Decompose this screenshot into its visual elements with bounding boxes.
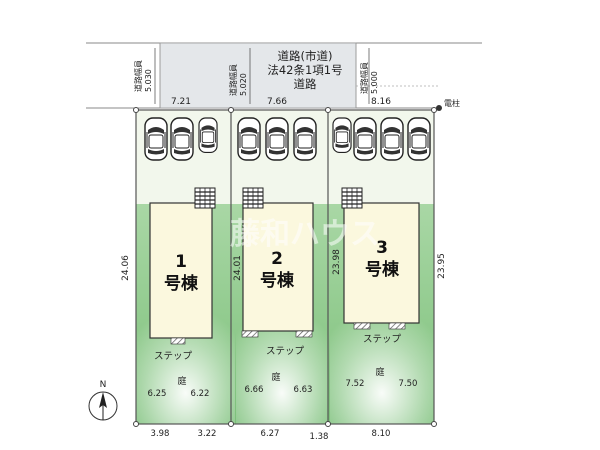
lot3-label: 号棟 (365, 259, 400, 280)
lot2-garden-left: 6.66 (245, 385, 264, 395)
lot3-garden-right: 7.50 (399, 379, 418, 389)
lot1-garden-left: 6.25 (148, 389, 167, 399)
lot2-garden-right: 6.63 (294, 385, 313, 395)
stairs-icon (194, 187, 216, 209)
road-title-line3: 道路 (294, 77, 317, 91)
svg-text:道路幅員: 道路幅員 (228, 64, 238, 96)
svg-text:5.020: 5.020 (239, 73, 248, 96)
lot1-garden-right: 6.22 (191, 389, 210, 399)
road-width-b: 道路幅員 5.020 (228, 64, 248, 96)
lot1-bottom-b: 3.22 (198, 429, 217, 439)
lot3-number: 3 (376, 238, 388, 258)
lot1-frontage: 7.21 (171, 97, 191, 107)
lot2-number: 2 (271, 249, 283, 269)
lot3-depth-right: 23.95 (437, 253, 447, 279)
svg-text:5.000: 5.000 (370, 71, 379, 94)
utility-pole-label: 電柱 (444, 98, 460, 108)
road-width-a: 道路幅員 5.030 (133, 60, 153, 92)
car-icon (353, 117, 377, 161)
lot2-bottom-a: 6.27 (261, 429, 280, 439)
car-icon (293, 117, 317, 161)
lot1-depth: 24.06 (121, 255, 131, 281)
lot3-frontage: 8.16 (371, 97, 391, 107)
compact-car-icon (332, 117, 352, 154)
compact-car-icon (198, 117, 218, 154)
svg-text:道路幅員: 道路幅員 (133, 60, 143, 92)
building-lot-1: 1 号棟 (149, 187, 216, 345)
lot3-garden-label: 庭 (375, 366, 384, 378)
car-icon (237, 117, 261, 161)
lot2-label: 号棟 (260, 270, 295, 291)
utility-pole-icon (436, 105, 442, 111)
road-area: 道路(市道) 法42条1項1号 道路 道路幅員 5.030 道路幅員 5.020… (86, 42, 482, 109)
compass-north-label: N (100, 380, 107, 390)
stairs-icon (341, 187, 363, 209)
car-icon (170, 117, 194, 161)
road-title-line2: 法42条1項1号 (267, 63, 342, 77)
north-compass-icon: N (88, 380, 118, 421)
car-icon (265, 117, 289, 161)
road-width-c: 道路幅員 5.000 (359, 62, 379, 94)
lot2-garden-label: 庭 (271, 371, 280, 383)
lot1-number: 1 (175, 252, 187, 272)
car-icon (144, 117, 168, 161)
lot3-depth-left: 23.98 (332, 249, 342, 275)
car-icon (407, 117, 431, 161)
lot3-garden-left: 7.52 (346, 379, 365, 389)
parking-cars (144, 117, 431, 161)
lot3-step-label: ステップ (363, 334, 402, 345)
building-lot-2: 2 号棟 (241, 187, 314, 338)
lot3-bottom-a: 8.10 (372, 429, 391, 439)
svg-text:5.030: 5.030 (144, 69, 153, 92)
svg-text:道路幅員: 道路幅員 (359, 62, 369, 94)
watermark: 藤和ハウス (230, 217, 380, 252)
lot2-depth: 24.01 (233, 255, 243, 281)
building-lot-3: 3 号棟 (341, 187, 420, 330)
lot1-garden-label: 庭 (177, 375, 186, 387)
lot2-step-label: ステップ (266, 346, 305, 357)
car-icon (380, 117, 404, 161)
stairs-icon (242, 187, 264, 209)
road-title-line1: 道路(市道) (278, 49, 333, 63)
lot1-bottom-a: 3.98 (151, 429, 170, 439)
lot1-step-label: ステップ (154, 351, 193, 362)
lot2-bottom-b: 1.38 (310, 432, 329, 442)
lot1-label: 号棟 (164, 273, 199, 294)
lot2-frontage: 7.66 (267, 97, 287, 107)
